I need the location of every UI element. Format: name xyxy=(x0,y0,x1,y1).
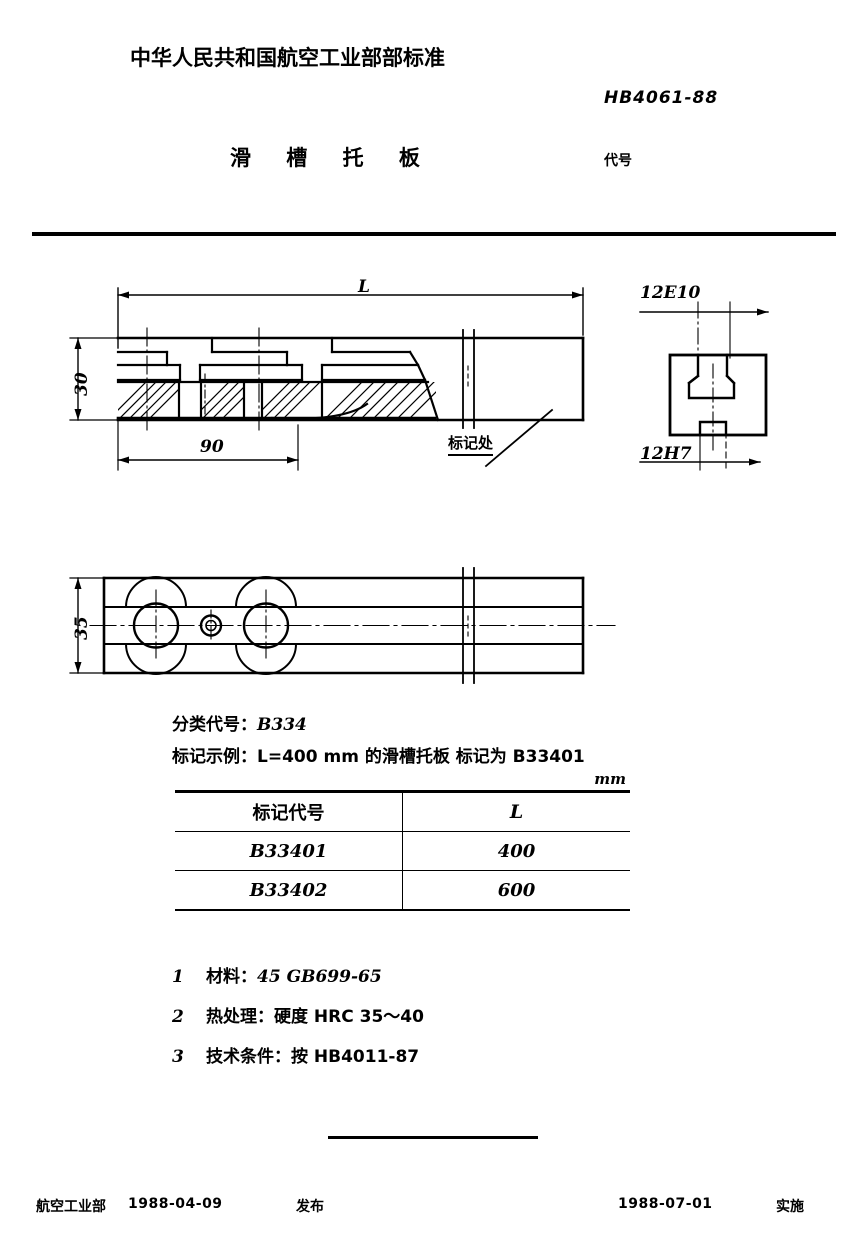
table-unit-label: mm xyxy=(594,770,626,788)
marking-example-label: 标记示例： xyxy=(172,747,257,767)
note-number: 3 xyxy=(172,1047,184,1067)
class-code-value: B334 xyxy=(257,715,307,735)
dim-12h7-label: 12H7 xyxy=(640,444,692,464)
main-section-view xyxy=(69,287,585,471)
footer-effective-date: 1988-07-01 xyxy=(618,1196,713,1212)
note-value: 按 HB4011-87 xyxy=(291,1047,420,1067)
table-col-length: L xyxy=(402,790,630,832)
spec-table-wrap: mm 标记代号 L B33401 400 B33402 600 xyxy=(175,770,630,911)
table-cell-length: 400 xyxy=(402,831,630,871)
part-title: 滑 槽 托 板 xyxy=(230,146,434,170)
mark-location-note: 标记处 xyxy=(448,432,494,456)
dim-length-label: L xyxy=(358,277,370,297)
table-cell-code: B33402 xyxy=(175,870,403,911)
footer-issue-date: 1988-04-09 xyxy=(128,1196,223,1212)
plan-view xyxy=(69,567,616,684)
note-label: 材料： xyxy=(206,967,257,987)
footer-effective-action: 实施 xyxy=(776,1199,804,1215)
ministry-title: 中华人民共和国航空工业部部标准 xyxy=(130,46,445,70)
note-item: 2 热处理：硬度 HRC 35～40 xyxy=(172,1002,424,1027)
footer-issuer: 航空工业部 xyxy=(36,1199,106,1215)
marking-example-value: L=400 mm 的滑槽托板 标记为 B33401 xyxy=(257,747,585,767)
note-value: 硬度 HRC 35～40 xyxy=(274,1007,424,1027)
marking-example-line: 标记示例：L=400 mm 的滑槽托板 标记为 B33401 xyxy=(172,742,585,767)
header-divider xyxy=(32,232,836,236)
note-item: 1 材料：45 GB699-65 xyxy=(172,962,382,987)
dim-height-label: 30 xyxy=(72,372,92,396)
note-number: 2 xyxy=(172,1007,184,1027)
footer-issue-action: 发布 xyxy=(296,1199,324,1215)
cross-section-view xyxy=(639,301,769,471)
note-number: 1 xyxy=(172,967,184,987)
table-cell-length: 600 xyxy=(402,870,630,911)
code-label: 代号 xyxy=(604,153,632,169)
class-code-line: 分类代号：B334 xyxy=(172,710,307,735)
table-header-row: 标记代号 L xyxy=(175,790,630,832)
dim-partial-label: 90 xyxy=(200,437,224,457)
note-label: 技术条件： xyxy=(206,1047,291,1067)
note-label: 热处理： xyxy=(206,1007,274,1027)
table-cell-code: B33401 xyxy=(175,831,403,871)
dim-12e10-label: 12E10 xyxy=(640,283,701,303)
table-row: B33402 600 xyxy=(175,870,630,911)
note-item: 3 技术条件：按 HB4011-87 xyxy=(172,1042,419,1067)
table-row: B33401 400 xyxy=(175,831,630,871)
note-value: 45 GB699-65 xyxy=(257,967,382,987)
class-code-label: 分类代号： xyxy=(172,715,257,735)
dim-width-label: 35 xyxy=(72,616,92,640)
table-col-code: 标记代号 xyxy=(175,790,403,832)
footer-divider xyxy=(328,1136,538,1139)
spec-table: 标记代号 L B33401 400 B33402 600 xyxy=(175,790,630,911)
standard-number: HB4061-88 xyxy=(604,88,719,108)
